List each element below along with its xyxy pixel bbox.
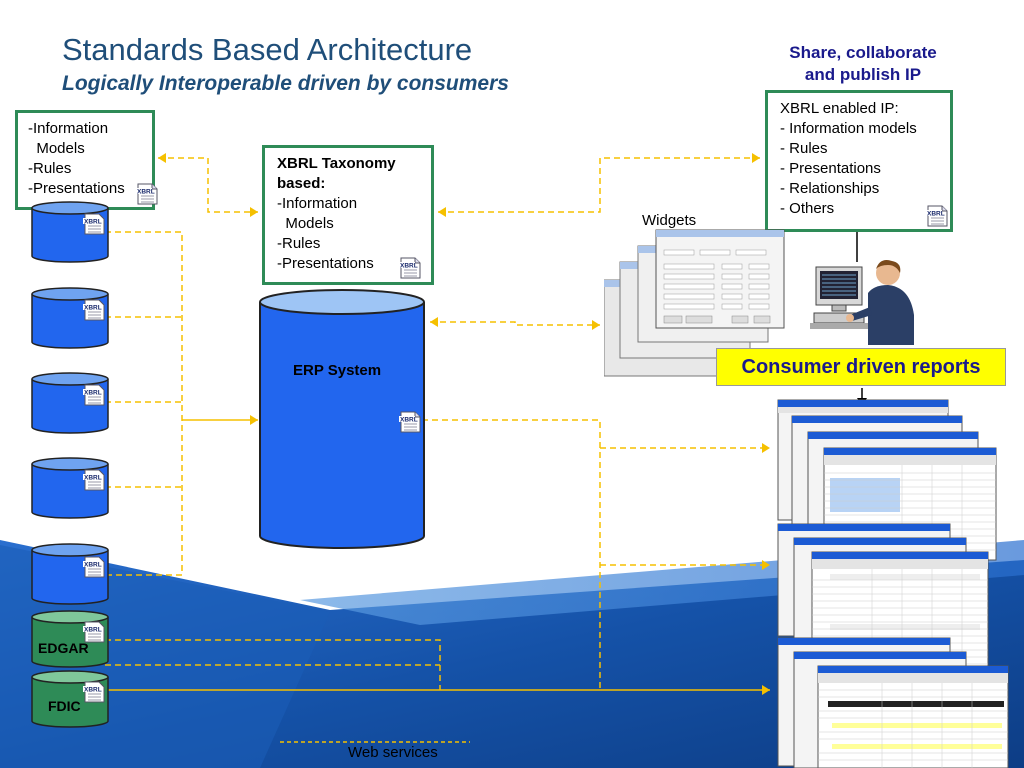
widget-dialog-stack: [604, 229, 785, 377]
consumer-driven-reports-banner: Consumer driven reports: [716, 348, 1006, 386]
xbrl-document-icon: XBRL: [399, 257, 421, 279]
xbrl-tag: XBRL: [84, 390, 102, 397]
slide-title: Standards Based Architecture: [62, 32, 473, 67]
taxonomy-heading-line: based:: [277, 175, 326, 192]
xbrl-tag: XBRL: [84, 305, 102, 312]
xbrl-tag: XBRL: [84, 219, 102, 226]
share-heading-line1: Share, collaborate: [789, 43, 937, 62]
xbrl-document-icon: XBRL: [136, 183, 158, 205]
share-heading: Share, collaborate and publish IP: [768, 42, 958, 86]
xbrl-document-icon: XBRL: [83, 469, 105, 491]
ip-box-line: - Presentations: [780, 160, 881, 177]
xbrl-document-icon: XBRL: [926, 205, 948, 227]
widgets-label: Widgets: [642, 212, 697, 229]
ip-box-line: - Information models: [780, 120, 917, 137]
web-services-label: Web services: [348, 744, 438, 761]
xbrl-document-icon: XBRL: [83, 213, 105, 235]
xbrl-tag: XBRL: [400, 417, 418, 424]
erp-system-label: ERP System: [293, 362, 382, 379]
xbrl-tag: XBRL: [84, 687, 102, 694]
taxonomy-line: -Rules: [277, 235, 321, 252]
ip-box-line: - Rules: [780, 140, 828, 157]
erp-database-cylinder: [259, 289, 425, 549]
taxonomy-heading-line: XBRL Taxonomy: [277, 155, 396, 172]
xbrl-tag: XBRL: [137, 189, 155, 196]
fdic-label: FDIC: [48, 698, 81, 714]
ip-box-line: - Others: [780, 200, 835, 217]
left-box-line: -Rules: [28, 160, 72, 177]
xbrl-document-icon: XBRL: [83, 384, 105, 406]
ip-box-line: XBRL enabled IP:: [780, 100, 899, 117]
ip-box-line: - Relationships: [780, 180, 880, 197]
xbrl-tag: XBRL: [84, 475, 102, 482]
xbrl-tag: XBRL: [927, 211, 945, 218]
xbrl-tag: XBRL: [84, 562, 102, 569]
xbrl-tag: XBRL: [84, 627, 102, 634]
xbrl-document-icon: XBRL: [83, 299, 105, 321]
xbrl-enabled-ip-box: XBRL enabled IP: - Information models - …: [765, 90, 953, 232]
slide-subtitle: Logically Interoperable driven by consum…: [62, 72, 509, 95]
xbrl-document-icon: XBRL: [83, 621, 105, 643]
xbrl-document-icon: XBRL: [83, 681, 105, 703]
edgar-label: EDGAR: [38, 640, 89, 656]
taxonomy-line: -Presentations: [277, 255, 374, 272]
xbrl-document-icon: XBRL: [399, 411, 421, 433]
share-heading-line2: and publish IP: [804, 65, 922, 84]
left-box-line: -Information: [28, 120, 109, 137]
spreadsheet-report-stack: [777, 399, 1009, 768]
left-box-line: -Presentations: [28, 180, 125, 197]
information-models-box: -Information Models -Rules -Presentation…: [15, 110, 155, 210]
left-box-line: Models: [28, 140, 85, 157]
xbrl-tag: XBRL: [400, 263, 418, 270]
person-at-computer-icon: [810, 260, 914, 345]
taxonomy-line: -Information: [277, 195, 358, 212]
taxonomy-line: Models: [277, 215, 334, 232]
xbrl-document-icon: XBRL: [83, 556, 105, 578]
